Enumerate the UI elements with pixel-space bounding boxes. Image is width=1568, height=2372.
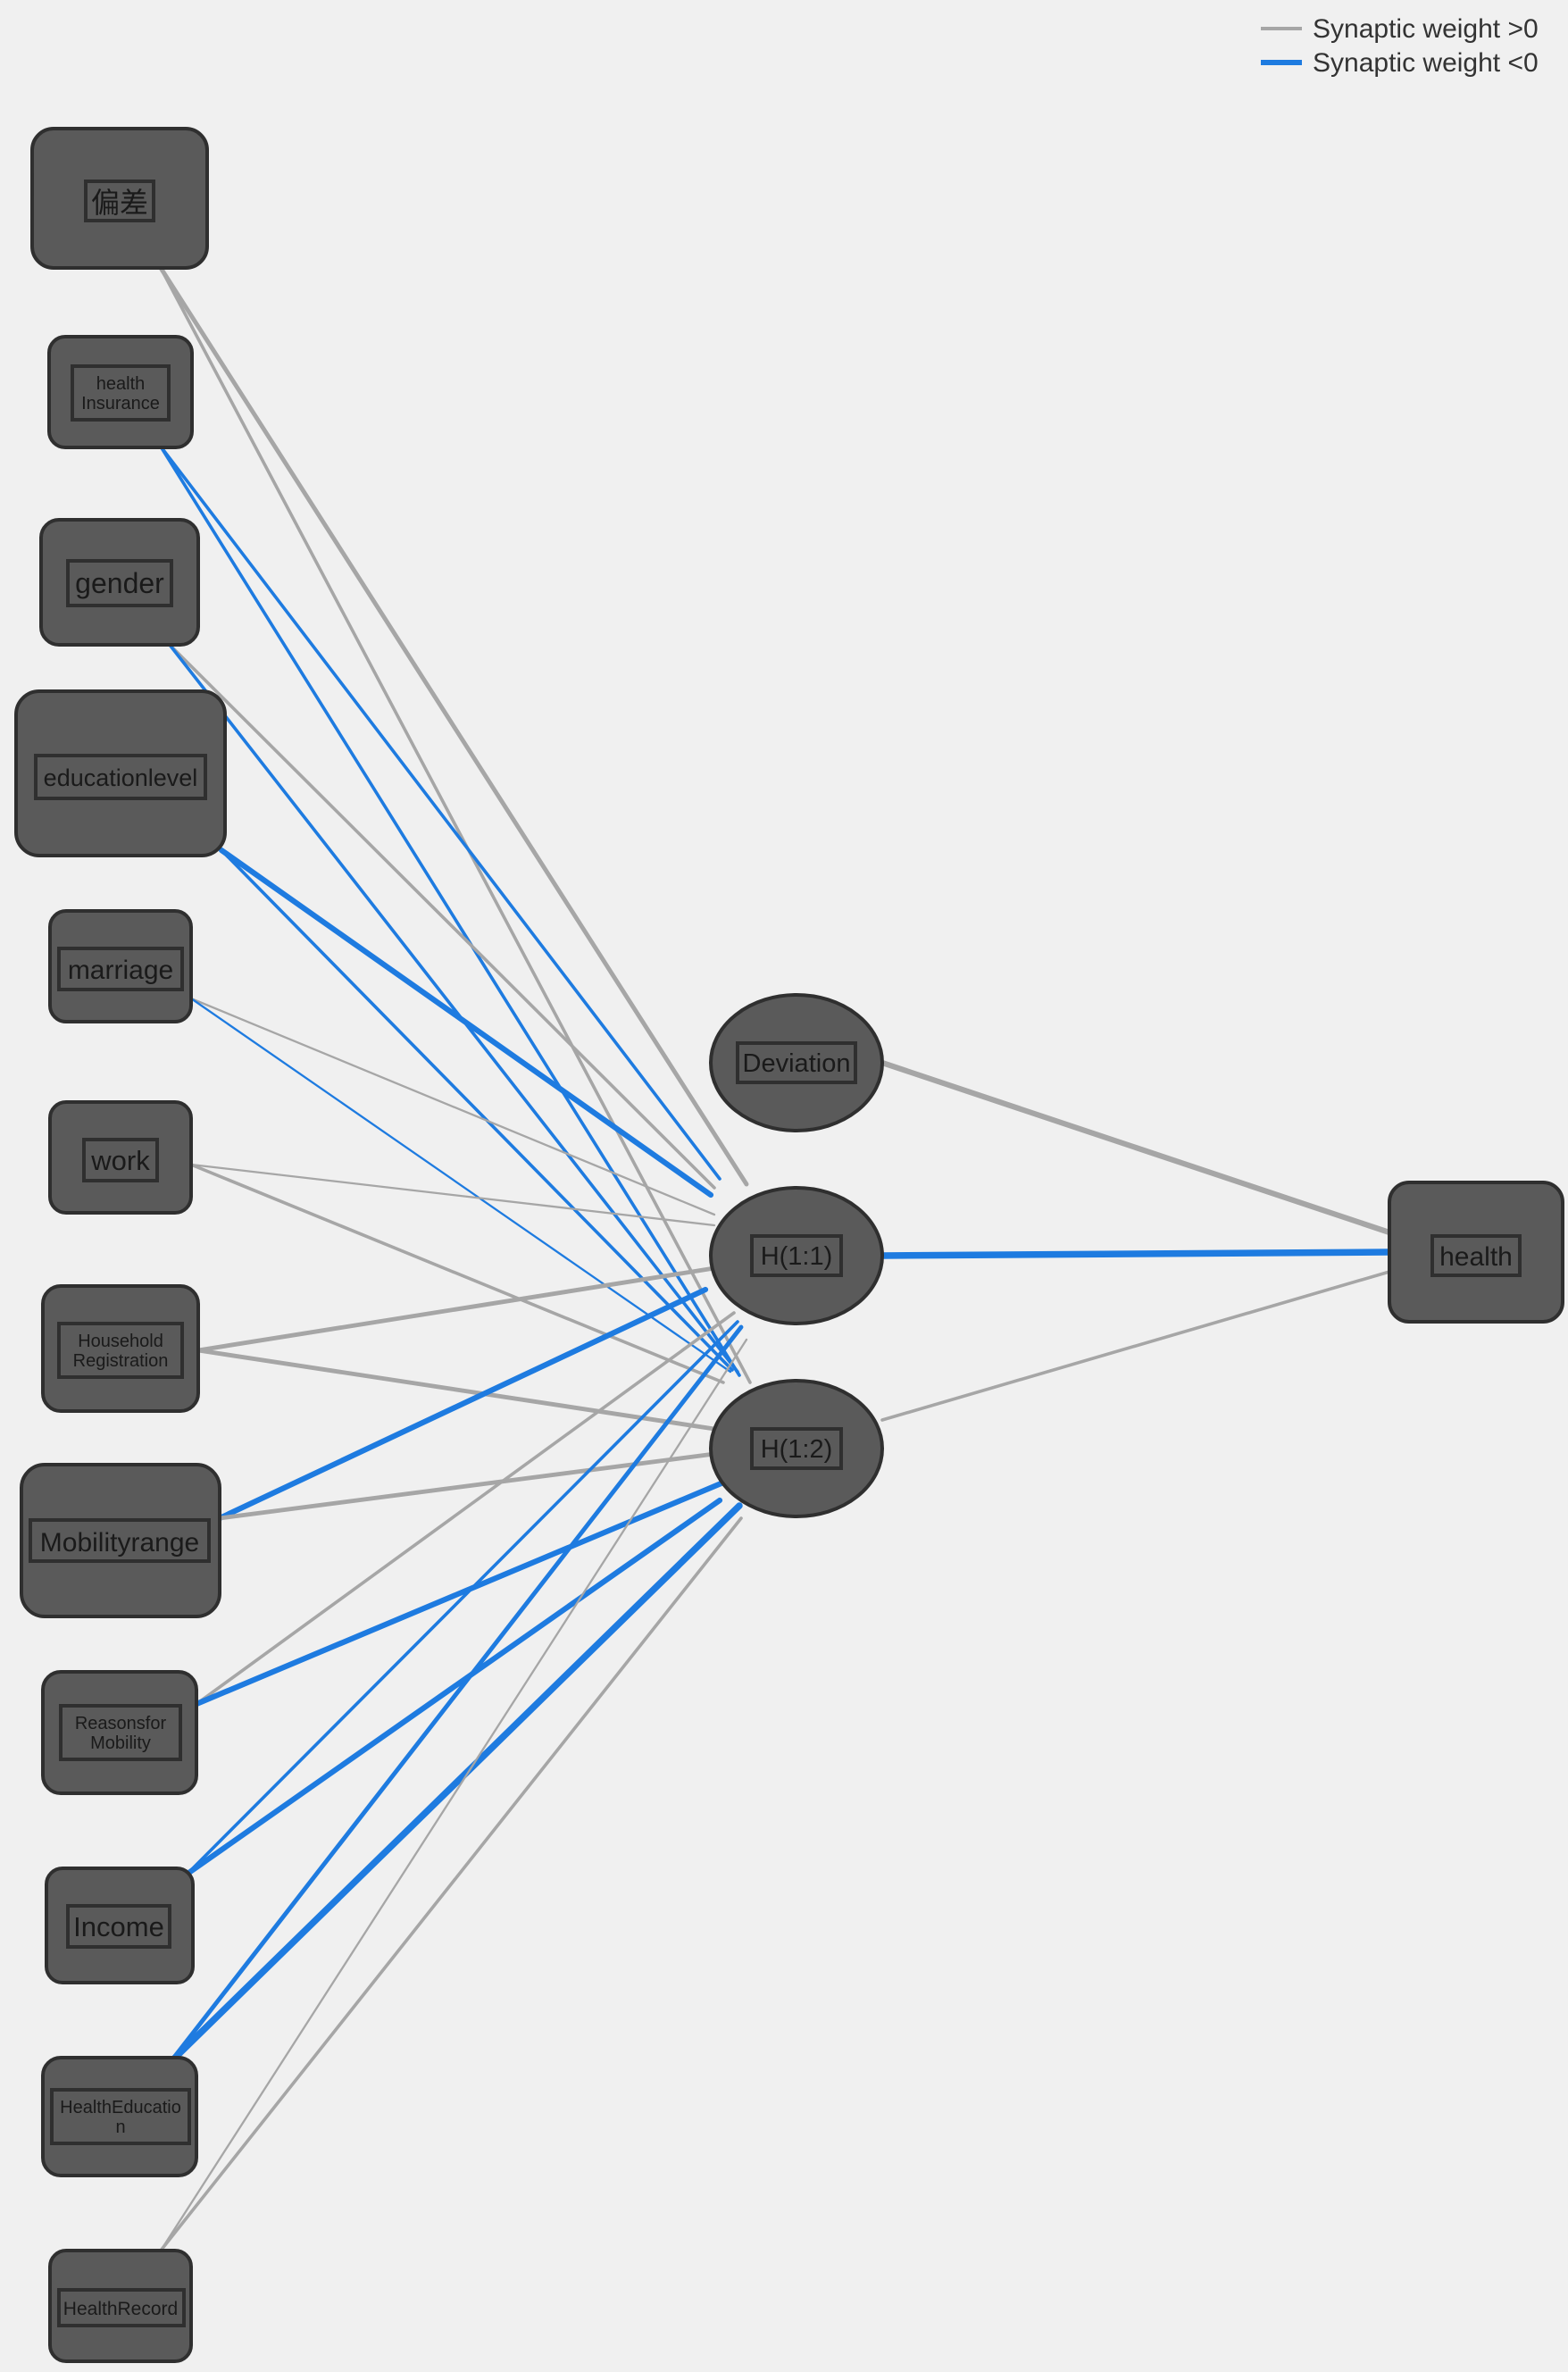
connection-in2-h1 <box>168 643 716 1190</box>
connection-in2-h2 <box>168 643 739 1374</box>
node-label: Income <box>73 1911 164 1942</box>
node-label: H(1:2) <box>761 1435 833 1464</box>
connection-in6-h2 <box>196 1348 717 1432</box>
legend: Synaptic weight >0 Synaptic weight <0 <box>1261 14 1539 78</box>
node-label: Deviation <box>743 1049 851 1078</box>
node-label: work <box>90 1145 150 1176</box>
node-label: HealthRecord <box>63 2299 178 2319</box>
connection-in0-h2 <box>159 266 752 1384</box>
node-label: health <box>1439 1242 1513 1272</box>
output-node-health: health <box>1388 1181 1564 1324</box>
hidden-layer: Deviation H(1:1) H(1:2) <box>709 993 884 1518</box>
node-label: educationlevel <box>44 764 198 791</box>
node-label: Mobilityrange <box>40 1528 199 1558</box>
input-node-health-record: HealthRecord <box>48 2249 193 2363</box>
input-node-gender: gender <box>39 518 200 647</box>
hidden-node-h11: H(1:1) <box>709 1186 884 1325</box>
connection-in9-h1 <box>186 1320 739 1875</box>
legend-positive-label: Synaptic weight >0 <box>1313 14 1539 44</box>
node-label: gender <box>75 567 164 599</box>
legend-negative-label: Synaptic weight <0 <box>1313 48 1539 78</box>
input-node-bias: 偏差 <box>30 127 209 270</box>
hidden-node-deviation: Deviation <box>709 993 884 1132</box>
connection-in4-h2 <box>189 997 732 1374</box>
connection-dev-out <box>879 1059 1393 1236</box>
connection-h2-out <box>880 1270 1391 1422</box>
input-node-marriage: marriage <box>48 909 193 1023</box>
connection-in8-h2 <box>193 1479 727 1708</box>
node-label: marriage <box>68 956 173 985</box>
connection-in6-h1 <box>196 1265 717 1353</box>
connections-layer <box>158 265 1393 2252</box>
connection-in11-h2 <box>159 1516 743 2252</box>
connection-in8-h1 <box>195 1311 736 1706</box>
connection-in5-h1 <box>189 1163 716 1227</box>
connection-in3-h1 <box>218 847 714 1199</box>
connection-in9-h2 <box>184 1497 723 1877</box>
connection-in10-h1 <box>167 1324 744 2066</box>
input-node-education-level: educationlevel <box>14 689 227 857</box>
connection-in10-h2 <box>166 1502 743 2067</box>
node-label: 偏差 <box>91 187 148 219</box>
connection-in5-h2 <box>189 1163 725 1384</box>
output-layer: health <box>1388 1181 1564 1324</box>
connection-in1-h2 <box>159 445 741 1377</box>
input-node-income: Income <box>45 1867 195 1984</box>
input-node-work: work <box>48 1100 193 1215</box>
hidden-node-h12: H(1:2) <box>709 1379 884 1518</box>
connection-in1-h1 <box>159 445 721 1181</box>
connection-h1-out <box>879 1249 1393 1259</box>
input-node-mobility-range: Mobilityrange <box>20 1463 221 1618</box>
node-label: H(1:1) <box>761 1242 833 1271</box>
connection-in3-h2 <box>220 848 734 1372</box>
connection-in0-h1 <box>158 265 749 1187</box>
connection-in7-h1 <box>216 1286 709 1522</box>
connection-in4-h1 <box>189 997 716 1216</box>
connection-in11-h1 <box>159 1338 748 2252</box>
